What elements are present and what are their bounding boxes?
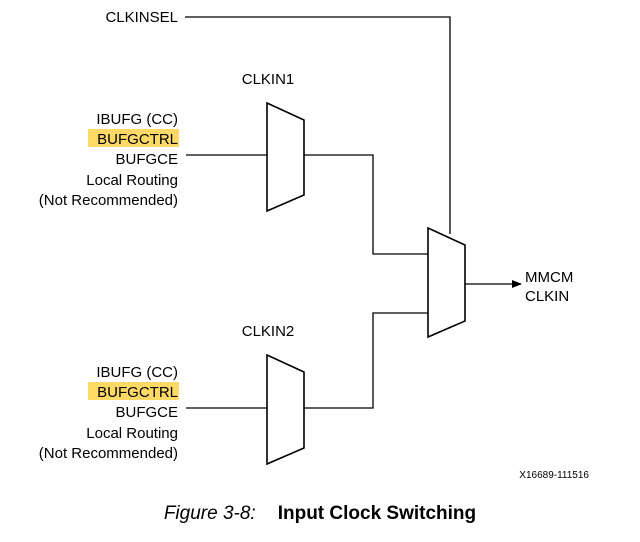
figure-id: X16689-111516 — [519, 470, 589, 481]
mux2-input-local-routing: Local Routing — [86, 425, 178, 442]
bufgctrl-highlight-2 — [88, 382, 179, 400]
mux1-input-local-routing: Local Routing — [86, 172, 178, 189]
mux2-input-bufgce: BUFGCE — [115, 404, 178, 421]
mux1-to-mux3-wire — [304, 154, 428, 255]
output-label-line1: MMCM — [525, 269, 573, 286]
mux2-input-bufgctrl: BUFGCTRL — [97, 384, 178, 401]
clkinsel-wire — [185, 16, 451, 234]
mux1-input-ibufg: IBUFG (CC) — [96, 111, 178, 128]
mux2-to-mux3-wire — [304, 312, 428, 409]
figure-caption: Figure 3-8: Input Clock Switching — [0, 503, 640, 525]
mux1-shape — [266, 101, 305, 213]
mux1-label: CLKIN1 — [242, 71, 295, 88]
mux2-input-not-recommended: (Not Recommended) — [39, 445, 178, 462]
clkinsel-label: CLKINSEL — [105, 9, 178, 26]
mux2-label: CLKIN2 — [242, 323, 295, 340]
mux3-shape — [427, 226, 466, 339]
bufgctrl-highlight-1 — [88, 129, 179, 147]
mux2-shape — [266, 353, 305, 466]
mux1-input-bufgce: BUFGCE — [115, 151, 178, 168]
caption-number: Figure 3-8: — [163, 503, 256, 524]
mux1-input-bufgctrl: BUFGCTRL — [97, 131, 178, 148]
mux1-input-not-recommended: (Not Recommended) — [39, 192, 178, 209]
output-label-line2: CLKIN — [525, 288, 569, 305]
caption-title: Input Clock Switching — [277, 503, 477, 524]
mux2-input-ibufg: IBUFG (CC) — [96, 364, 178, 381]
